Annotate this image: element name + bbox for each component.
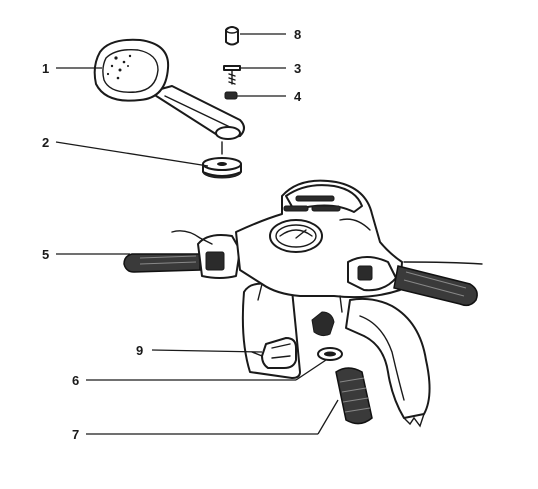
callout-9: 9 <box>136 343 143 358</box>
leader-7b <box>317 399 339 435</box>
speedometer-icon <box>269 219 323 253</box>
handlebar-assembly-icon <box>123 179 483 313</box>
mirror-icon <box>93 38 245 155</box>
callout-8: 8 <box>294 27 301 42</box>
callout-3: 3 <box>294 61 301 76</box>
callout-5: 5 <box>42 247 49 262</box>
leader-lines <box>55 33 339 435</box>
screw-icon <box>223 65 241 85</box>
callout-6: 6 <box>72 373 79 388</box>
leader-6b <box>295 359 327 381</box>
leader-9 <box>151 349 263 353</box>
callout-labels: 1 2 3 4 5 6 7 8 9 <box>42 27 302 442</box>
callout-2: 2 <box>42 135 49 150</box>
clip-icon <box>251 337 297 369</box>
callout-1: 1 <box>42 61 49 76</box>
leader-2 <box>55 141 209 167</box>
callout-7: 7 <box>72 427 79 442</box>
washer-icon <box>202 157 242 179</box>
sleeve-icon <box>335 367 373 425</box>
callout-4: 4 <box>294 89 302 104</box>
grommet-icon <box>317 347 343 361</box>
plug-cap-icon <box>225 26 239 46</box>
switch-icon <box>311 311 335 337</box>
nut-icon <box>224 91 238 100</box>
vent-slots <box>283 195 341 212</box>
